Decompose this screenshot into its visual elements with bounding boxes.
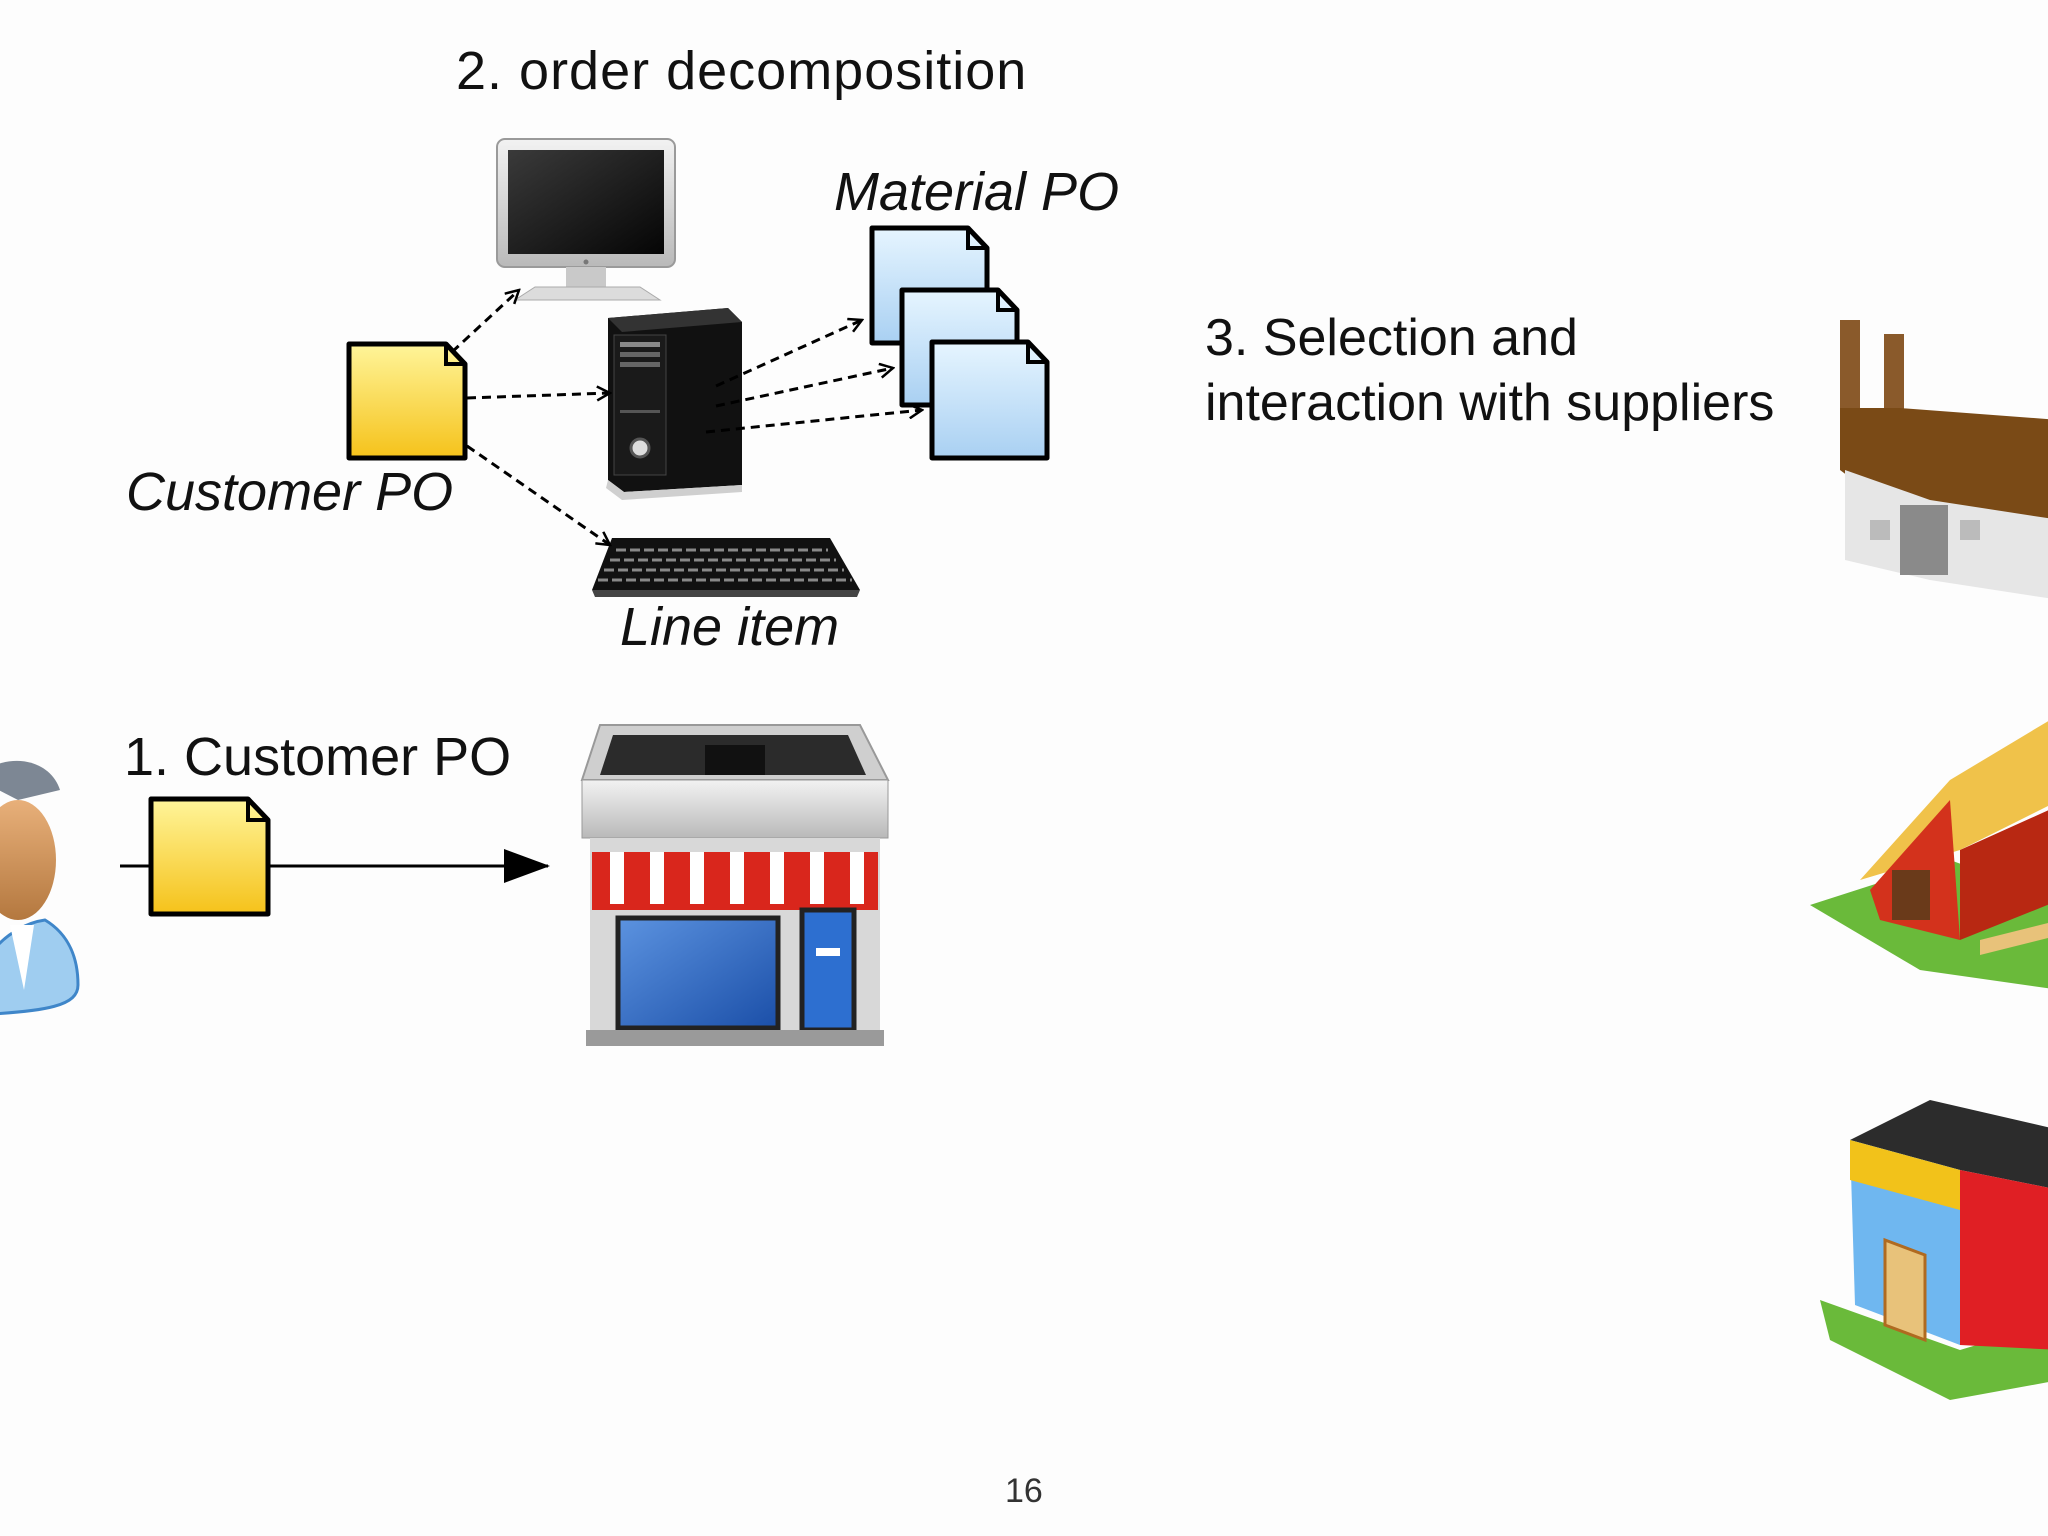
step3-label: 3. Selection and interaction with suppli… bbox=[1205, 309, 1775, 432]
step2-title: 2. order decomposition bbox=[456, 41, 1028, 101]
keyboard-icon bbox=[592, 538, 860, 597]
computer-monitor-icon bbox=[496, 138, 676, 301]
factory-icon bbox=[1840, 320, 2048, 599]
retail-store-icon bbox=[580, 724, 890, 1046]
computer-tower-icon bbox=[606, 308, 742, 500]
customer-person-icon bbox=[0, 761, 80, 1015]
line-item-label: Line item bbox=[620, 597, 840, 657]
shop-building-icon bbox=[1820, 1100, 2048, 1400]
top-clip-mask bbox=[0, 0, 2048, 72]
decomposition-arrows bbox=[450, 290, 922, 545]
material-po-documents-icon bbox=[869, 225, 1050, 461]
material-po-label: Material PO bbox=[834, 162, 1120, 222]
customer-po-label: Customer PO bbox=[126, 462, 454, 522]
farm-barn-icon bbox=[1810, 721, 2048, 989]
step1-document-icon bbox=[148, 796, 271, 917]
page-number: 16 bbox=[1005, 1472, 1043, 1510]
step1-label: 1. Customer PO bbox=[124, 727, 512, 787]
customer-po-document-icon bbox=[346, 341, 468, 461]
